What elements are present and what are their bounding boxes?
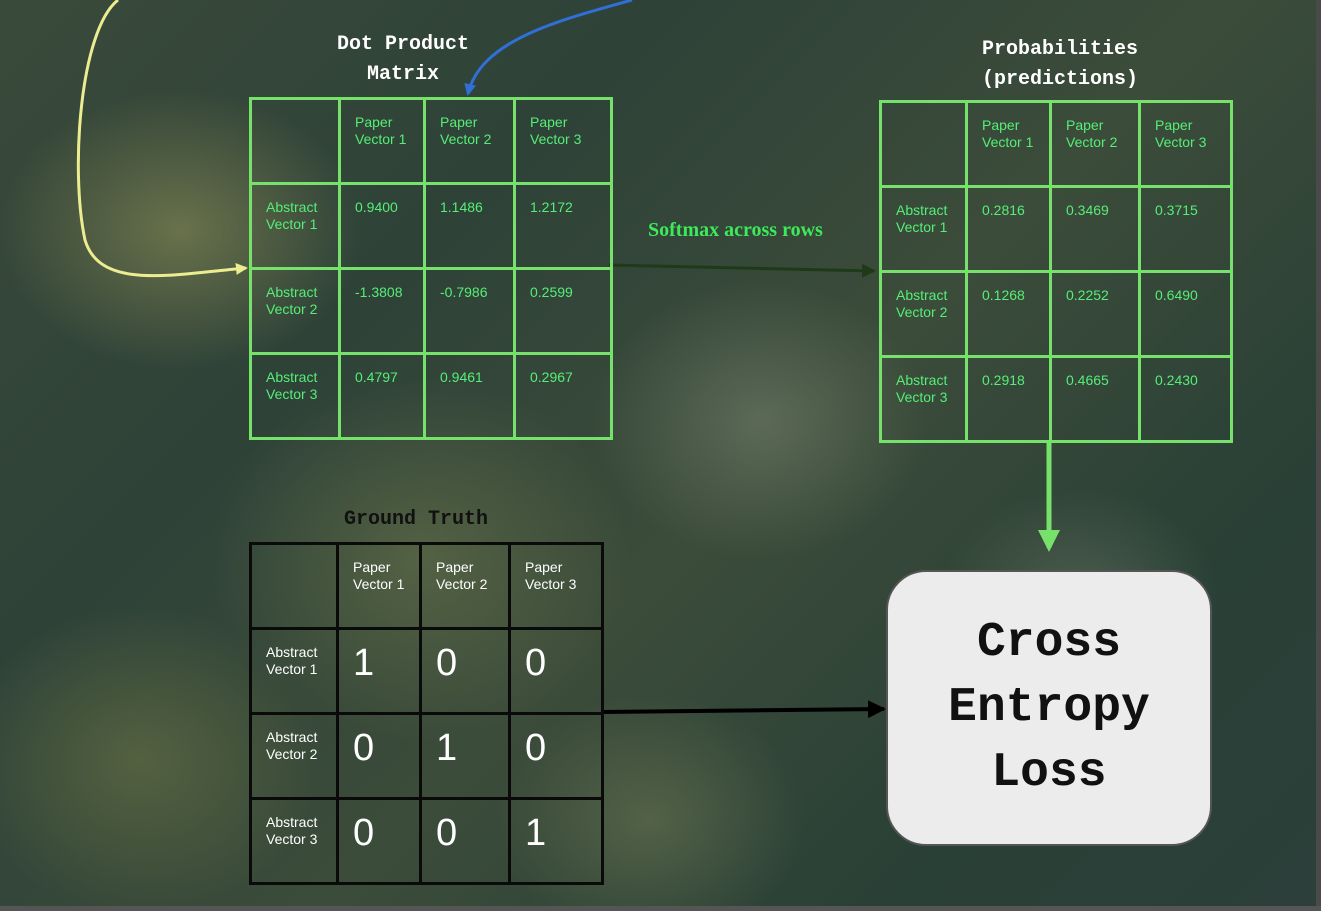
cell-value: 0.2918 [965, 355, 1052, 443]
table-row: Abstract Vector 2 0 1 0 [249, 712, 604, 800]
cell-value: 0.2816 [965, 185, 1052, 273]
cell-value: 0 [419, 797, 511, 885]
column-header: Paper Vector 3 [1138, 100, 1233, 188]
blue-curved-arrow [464, 0, 633, 96]
softmax-label: Softmax across rows [648, 219, 823, 241]
probabilities-title: Probabilities (predictions) [981, 38, 1139, 91]
table-row: Abstract Vector 3 0.4797 0.9461 0.2967 [249, 352, 613, 440]
cell-value: 0.6490 [1138, 270, 1233, 358]
cross-entropy-loss-label: Cross Entropy Loss [948, 615, 1150, 800]
dot-product-table: Paper Vector 1 Paper Vector 2 Paper Vect… [249, 97, 613, 440]
ground-truth-table: Paper Vector 1 Paper Vector 2 Paper Vect… [249, 542, 604, 885]
table-row: Abstract Vector 1 0.9400 1.1486 1.2172 [249, 182, 613, 270]
cell-value: 0.3469 [1049, 185, 1141, 273]
cell-value: -0.7986 [423, 267, 516, 355]
column-header: Paper Vector 3 [513, 97, 613, 185]
table-row: Abstract Vector 1 1 0 0 [249, 627, 604, 715]
bottom-edge-bar [0, 906, 1321, 911]
cell-value: 0 [419, 627, 511, 715]
cell-value: 0.9400 [338, 182, 426, 270]
table-row: Abstract Vector 3 0 0 1 [249, 797, 604, 885]
cell-value: 1 [336, 627, 422, 715]
column-header: Paper Vector 1 [336, 542, 422, 630]
dot-product-title: Dot Product Matrix [336, 33, 470, 86]
corner-cell [249, 97, 341, 185]
right-edge-bar [1316, 0, 1321, 911]
cell-value: 0 [508, 627, 604, 715]
yellow-curved-arrow [76, 0, 248, 278]
table-header-row: Paper Vector 1 Paper Vector 2 Paper Vect… [249, 97, 613, 185]
row-header: Abstract Vector 3 [249, 797, 339, 885]
corner-cell [879, 100, 968, 188]
probabilities-table: Paper Vector 1 Paper Vector 2 Paper Vect… [879, 100, 1233, 443]
table-header-row: Paper Vector 1 Paper Vector 2 Paper Vect… [879, 100, 1233, 188]
cell-value: 0.2599 [513, 267, 613, 355]
column-header: Paper Vector 1 [338, 97, 426, 185]
row-header: Abstract Vector 2 [249, 267, 341, 355]
cell-value: 1 [419, 712, 511, 800]
row-header: Abstract Vector 3 [249, 352, 341, 440]
row-header: Abstract Vector 1 [249, 182, 341, 270]
table-row: Abstract Vector 1 0.2816 0.3469 0.3715 [879, 185, 1233, 273]
cell-value: 0.1268 [965, 270, 1052, 358]
table-row: Abstract Vector 2 0.1268 0.2252 0.6490 [879, 270, 1233, 358]
cell-value: 0.3715 [1138, 185, 1233, 273]
cell-value: 0 [508, 712, 604, 800]
row-header: Abstract Vector 2 [249, 712, 339, 800]
cell-value: -1.3808 [338, 267, 426, 355]
cross-entropy-loss-box: Cross Entropy Loss [886, 570, 1212, 846]
cell-value: 0.4665 [1049, 355, 1141, 443]
softmax-arrow [608, 263, 876, 278]
cell-value: 1 [508, 797, 604, 885]
column-header: Paper Vector 2 [423, 97, 516, 185]
column-header: Paper Vector 3 [508, 542, 604, 630]
cell-value: 0.2967 [513, 352, 613, 440]
row-header: Abstract Vector 3 [879, 355, 968, 443]
column-header: Paper Vector 1 [965, 100, 1052, 188]
cell-value: 1.1486 [423, 182, 516, 270]
column-header: Paper Vector 2 [419, 542, 511, 630]
cell-value: 1.2172 [513, 182, 613, 270]
column-header: Paper Vector 2 [1049, 100, 1141, 188]
cell-value: 0.2430 [1138, 355, 1233, 443]
ground-truth-title: Ground Truth [343, 508, 489, 531]
row-header: Abstract Vector 1 [879, 185, 968, 273]
table-row: Abstract Vector 2 -1.3808 -0.7986 0.2599 [249, 267, 613, 355]
row-header: Abstract Vector 2 [879, 270, 968, 358]
table-row: Abstract Vector 3 0.2918 0.4665 0.2430 [879, 355, 1233, 443]
cell-value: 0.4797 [338, 352, 426, 440]
ground-truth-to-loss-arrow [600, 700, 886, 719]
cell-value: 0 [336, 797, 422, 885]
row-header: Abstract Vector 1 [249, 627, 339, 715]
table-header-row: Paper Vector 1 Paper Vector 2 Paper Vect… [249, 542, 604, 630]
cell-value: 0 [336, 712, 422, 800]
cell-value: 0.9461 [423, 352, 516, 440]
corner-cell [249, 542, 339, 630]
cell-value: 0.2252 [1049, 270, 1141, 358]
